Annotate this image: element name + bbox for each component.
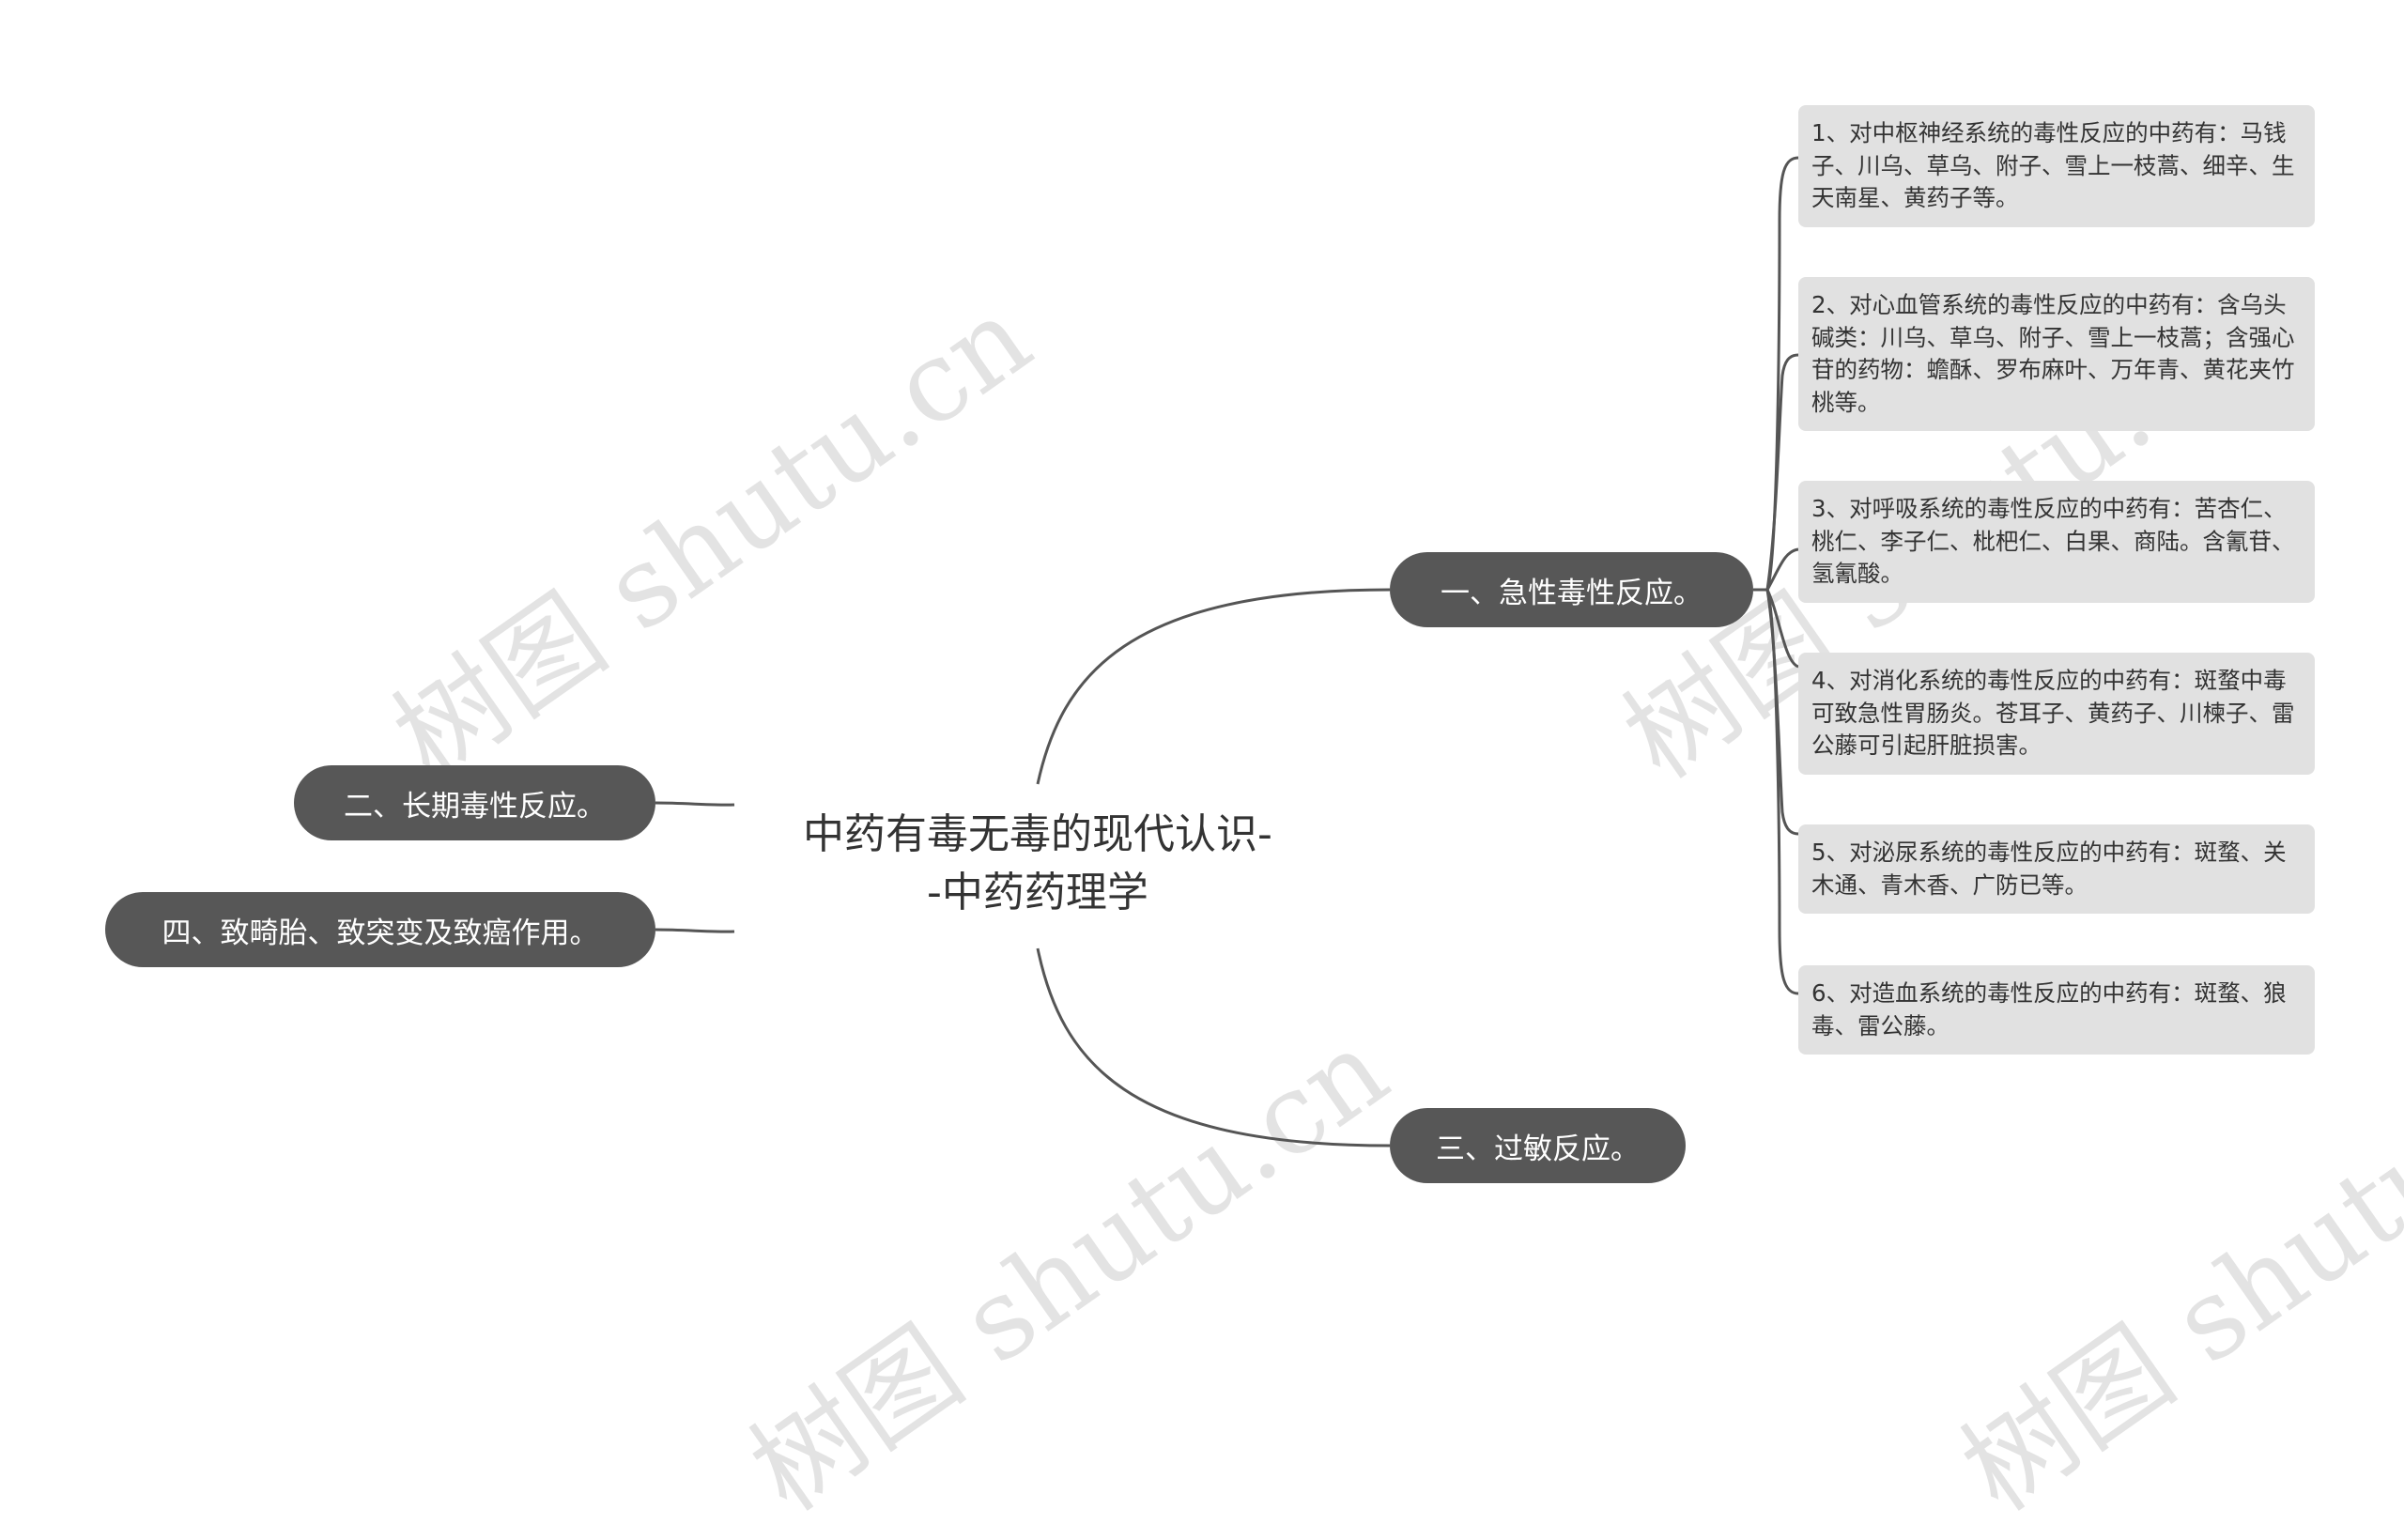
branch-teratogenic[interactable]: 四、致畸胎、致突变及致癌作用。 [105, 892, 655, 967]
connector-leaf-6 [1765, 589, 1799, 995]
leaf-respiratory-toxicity[interactable]: 3、对呼吸系统的毒性反应的中药有：苦杏仁、桃仁、李子仁、枇杷仁、白果、商陆。含氰… [1798, 481, 2315, 603]
connector-chronic [655, 801, 735, 807]
branch-allergy-label: 三、过敏反应。 [1436, 1132, 1640, 1166]
leaf-cardiovascular-toxicity[interactable]: 2、对心血管系统的毒性反应的中药有：含乌头碱类：川乌、草乌、附子、雪上一枝蒿；含… [1798, 277, 2315, 431]
branch-acute-toxicity-label: 一、急性毒性反应。 [1441, 576, 1703, 610]
branch-acute-toxicity[interactable]: 一、急性毒性反应。 [1390, 552, 1753, 627]
branch-chronic-toxicity[interactable]: 二、长期毒性反应。 [294, 765, 655, 840]
leaf-hematopoietic-toxicity[interactable]: 6、对造血系统的毒性反应的中药有：斑蝥、狼毒、雷公藤。 [1798, 965, 2315, 1055]
mindmap-connectors [655, 156, 1799, 1147]
connector-acute [1036, 588, 1391, 785]
root-topic[interactable]: 中药有毒无毒的现代认识- -中药药理学 [732, 806, 1343, 922]
connector-leaf-3 [1765, 547, 1799, 591]
branch-teratogenic-label: 四、致畸胎、致突变及致癌作用。 [162, 916, 599, 950]
branch-chronic-toxicity-label: 二、长期毒性反应。 [344, 789, 606, 824]
leaf-digestive-toxicity[interactable]: 4、对消化系统的毒性反应的中药有：斑蝥中毒可致急性胃肠炎。苍耳子、黄药子、川楝子… [1798, 653, 2315, 775]
connector-teratogenic [655, 928, 735, 933]
connector-leaf-2 [1765, 353, 1799, 591]
connector-allergy [1036, 947, 1391, 1147]
leaf-urinary-toxicity[interactable]: 5、对泌尿系统的毒性反应的中药有：斑蝥、关木通、青木香、广防已等。 [1798, 824, 2315, 914]
root-topic-line-2: -中药药理学 [927, 869, 1148, 916]
branch-allergy[interactable]: 三、过敏反应。 [1390, 1108, 1686, 1183]
connector-leaf-4 [1765, 589, 1799, 669]
root-topic-line-1: 中药有毒无毒的现代认识- [803, 810, 1272, 858]
leaf-cns-toxicity[interactable]: 1、对中枢神经系统的毒性反应的中药有：马钱子、川乌、草乌、附子、雪上一枝蒿、细辛… [1798, 105, 2315, 227]
